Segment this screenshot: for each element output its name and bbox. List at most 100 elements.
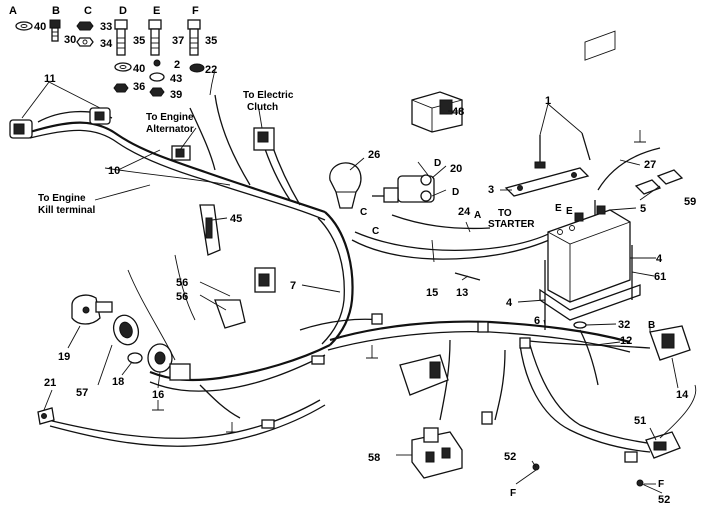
caption-to-engine-alternator: Alternator bbox=[146, 124, 194, 135]
relay-module-48 bbox=[411, 91, 463, 133]
callout-5: 5 bbox=[640, 203, 646, 215]
callout-numbers: 11 10 45 26 48 20 1 3 27 59 5 4 61 24 15… bbox=[44, 73, 696, 506]
letter-mark-e: E bbox=[555, 203, 562, 214]
callout-3: 3 bbox=[488, 184, 494, 196]
callout-52-right: 52 bbox=[658, 494, 670, 506]
letter-mark-b: B bbox=[648, 320, 655, 331]
letter-mark-f: F bbox=[510, 488, 516, 499]
washer-32 bbox=[573, 321, 587, 329]
callout-32: 32 bbox=[618, 319, 630, 331]
captions: To Electric Clutch To Engine Alternator … bbox=[38, 90, 535, 230]
hardware-letter-a: A bbox=[9, 5, 17, 17]
letter-mark-c: C bbox=[372, 226, 379, 237]
starter-cable bbox=[391, 214, 491, 230]
harness-wire bbox=[519, 339, 651, 349]
callout-51: 51 bbox=[634, 415, 646, 427]
callout-leaders bbox=[21, 81, 679, 494]
short-bolt-icon bbox=[49, 19, 61, 29]
callout-20: 20 bbox=[450, 163, 462, 175]
caption-to-electric-clutch: Clutch bbox=[247, 102, 278, 113]
harness-wire bbox=[29, 129, 326, 221]
cable-27 bbox=[597, 147, 661, 191]
hardware-num-30: 30 bbox=[64, 34, 76, 46]
callout-58: 58 bbox=[368, 452, 380, 464]
callout-21: 21 bbox=[44, 377, 56, 389]
letter-mark-d: D bbox=[434, 158, 441, 169]
callout-19: 19 bbox=[58, 351, 70, 363]
hardware-letter-f: F bbox=[192, 5, 199, 17]
hardware-letter-c: C bbox=[84, 5, 92, 17]
callout-1: 1 bbox=[545, 95, 551, 107]
kill-terminal-wire bbox=[104, 167, 231, 186]
switch-bezel-57 bbox=[112, 314, 140, 346]
carriage-bolt-icon bbox=[148, 19, 162, 30]
callout-59: 59 bbox=[684, 196, 696, 208]
callout-61: 61 bbox=[654, 271, 666, 283]
callout-26: 26 bbox=[368, 149, 380, 161]
starter-solenoid-20 bbox=[372, 174, 435, 203]
hardware-num-35-d: 35 bbox=[133, 35, 145, 47]
key-switch-19 bbox=[71, 294, 113, 325]
light-switch-16 bbox=[147, 343, 191, 381]
star-washer-icon bbox=[149, 72, 165, 82]
battery-cable bbox=[351, 234, 561, 260]
callout-15: 15 bbox=[426, 287, 438, 299]
clutch-wire bbox=[271, 144, 301, 206]
harness-wire bbox=[29, 121, 326, 214]
connector-51 bbox=[645, 384, 697, 459]
terminal-boot-26 bbox=[329, 162, 362, 209]
letter-mark-d: D bbox=[452, 187, 459, 198]
letter-mark-c: C bbox=[360, 207, 367, 218]
callout-10: 10 bbox=[108, 165, 120, 177]
ground-wire bbox=[47, 399, 321, 439]
hardware-num-35-f: 35 bbox=[205, 35, 217, 47]
hardware-num-39: 39 bbox=[170, 89, 182, 101]
alternator-wire bbox=[189, 107, 216, 171]
connector-56 bbox=[214, 267, 276, 329]
hex-nut-icon bbox=[149, 87, 165, 97]
harness-lower bbox=[327, 330, 631, 353]
caption-to-starter: STARTER bbox=[488, 219, 535, 230]
callout-48: 48 bbox=[452, 106, 464, 118]
harness-wire bbox=[519, 344, 651, 453]
callout-57: 57 bbox=[76, 387, 88, 399]
connector-46 bbox=[199, 204, 221, 256]
small-connector bbox=[481, 411, 638, 463]
flat-washer-icon bbox=[114, 62, 132, 72]
callout-6: 6 bbox=[534, 315, 540, 327]
caption-to-engine-kill-terminal: To Engine bbox=[38, 193, 86, 204]
callout-13: 13 bbox=[456, 287, 468, 299]
alternator-wire bbox=[214, 94, 251, 186]
harness-left-bundle bbox=[149, 354, 326, 392]
ground-wire bbox=[49, 404, 326, 447]
connector-10 bbox=[171, 145, 191, 161]
battery-5 bbox=[547, 30, 631, 303]
hardware-num-43: 43 bbox=[170, 73, 182, 85]
harness-connector-11 bbox=[9, 107, 111, 139]
hardware-num-40-row2: 40 bbox=[133, 63, 145, 75]
hardware-num-36: 36 bbox=[133, 81, 145, 93]
callout-56-lower: 56 bbox=[176, 291, 188, 303]
hardware-num-40: 40 bbox=[34, 21, 46, 33]
callout-4-right: 4 bbox=[656, 253, 663, 265]
hardware-num-33: 33 bbox=[100, 21, 112, 33]
callout-16: 16 bbox=[152, 389, 164, 401]
hardware-num-34: 34 bbox=[100, 38, 113, 50]
caption-to-engine-kill-terminal: Kill terminal bbox=[38, 205, 95, 216]
battery-bracket-3 bbox=[504, 167, 590, 197]
hardware-num-37: 37 bbox=[172, 35, 184, 47]
ground-cable-1 bbox=[534, 132, 591, 169]
harness-lower bbox=[329, 320, 631, 344]
screw-52 bbox=[532, 463, 644, 487]
callout-11: 11 bbox=[44, 73, 56, 85]
connector-14 bbox=[649, 325, 691, 361]
hardware-num-2: 2 bbox=[174, 59, 180, 71]
callout-52-left: 52 bbox=[504, 451, 516, 463]
small-nut-icon bbox=[153, 59, 161, 67]
callout-7: 7 bbox=[290, 280, 296, 292]
callout-14: 14 bbox=[676, 389, 689, 401]
harness-wire bbox=[494, 349, 506, 421]
hardware-letter-b: B bbox=[52, 5, 60, 17]
callout-12: 12 bbox=[620, 335, 632, 347]
